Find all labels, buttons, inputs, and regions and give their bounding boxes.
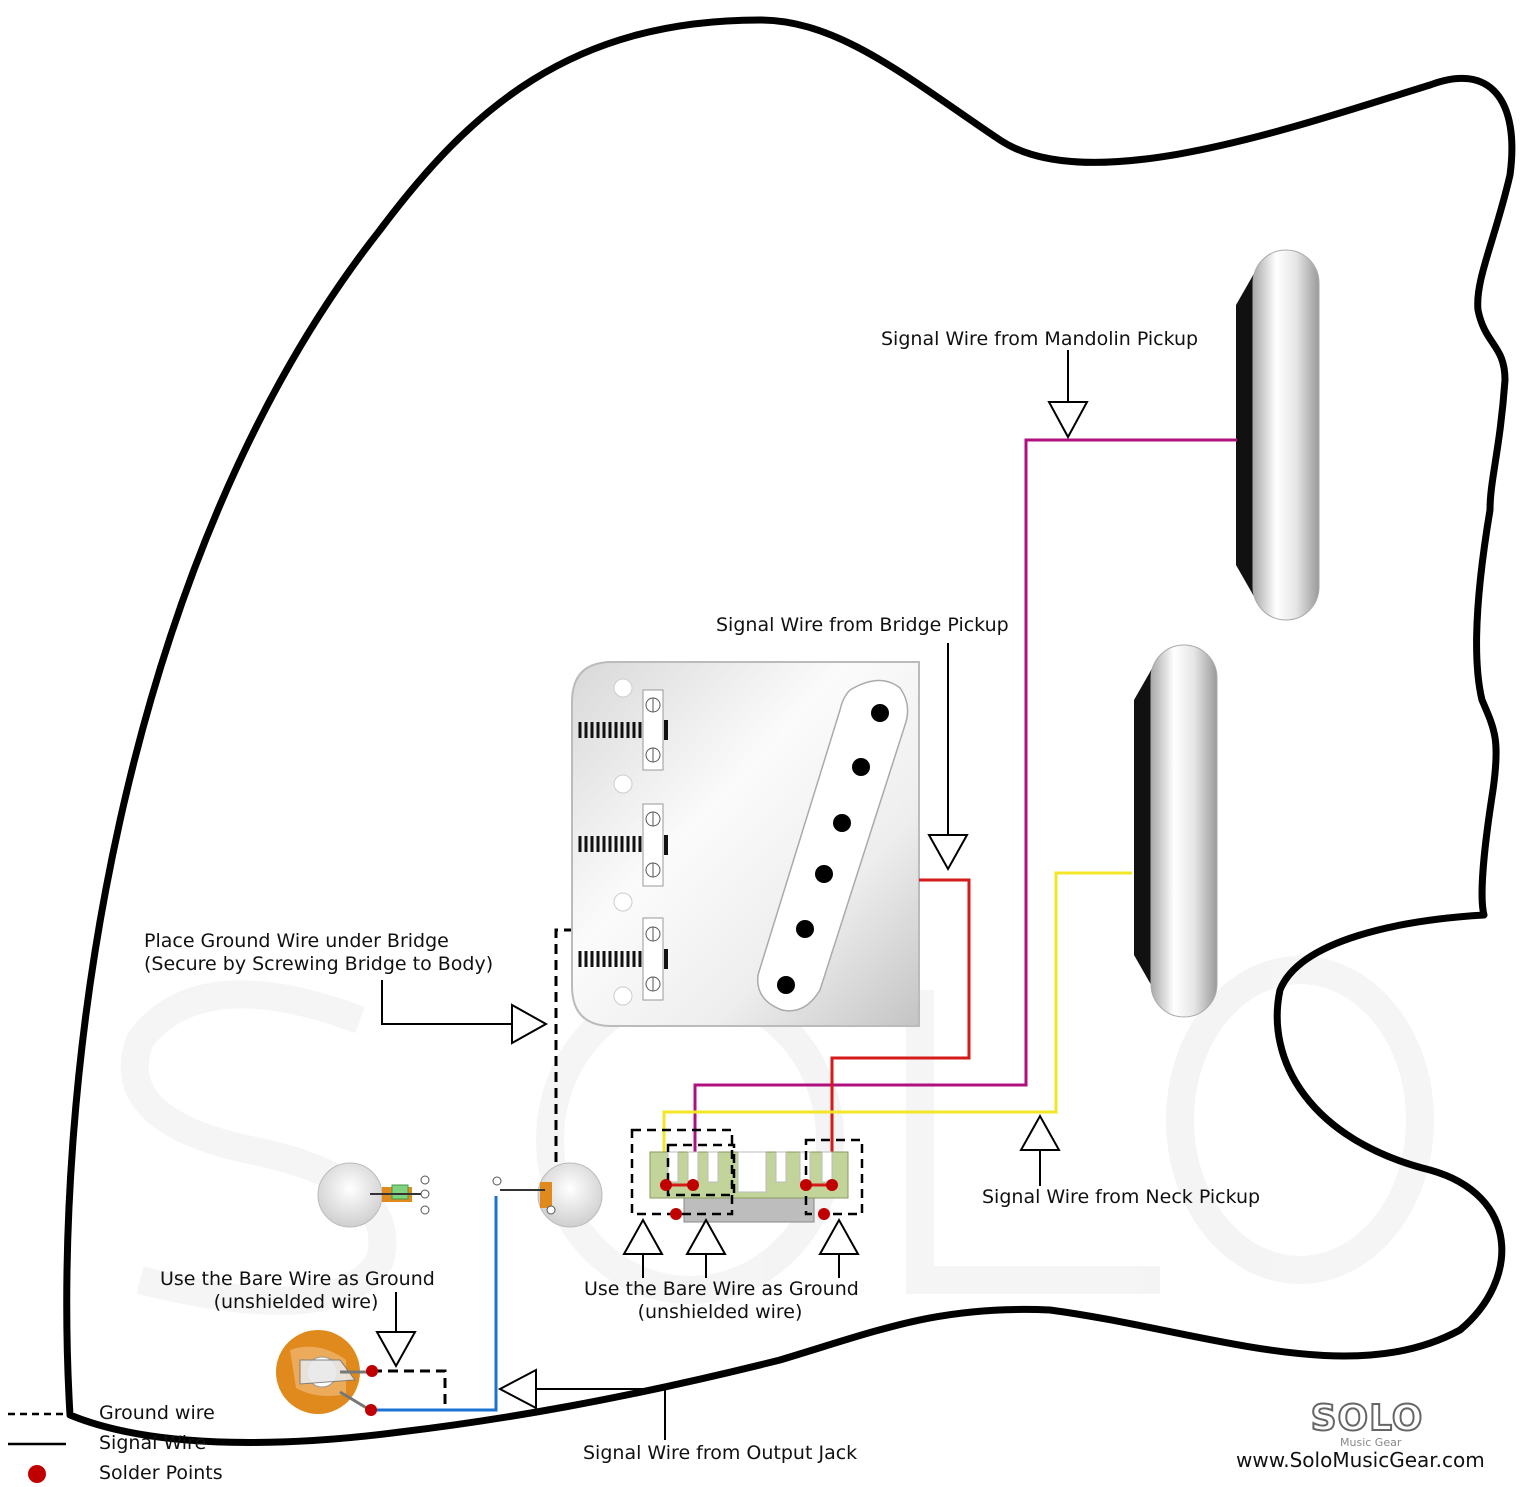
guitar-body-outline [63,16,1516,1446]
pot-ground-wire [372,1369,447,1410]
legend-solder: Solder Points [99,1462,223,1484]
saddle-2 [578,803,668,887]
annotation-arrows [375,350,1089,1440]
arrow-down-icon [375,1331,417,1369]
label-bridge-wire: Signal Wire from Bridge Pickup [716,614,1009,636]
mandolin-pickup [1236,249,1320,621]
bridge-signal-wire [830,878,971,1183]
legend-ground: Ground wire [99,1402,215,1424]
neck-pickup [1134,644,1218,1018]
label-ground-bridge-2: (Secure by Screwing Bridge to Body) [144,953,494,975]
arrow-left-icon [497,1368,537,1410]
arrow-up-icon [818,1217,860,1255]
label-bare-left-2: (unshielded wire) [213,1291,379,1313]
solder-point-icon [366,1365,378,1377]
tone-pot [492,1162,603,1228]
solder-points [365,1179,838,1416]
volume-pot [317,1162,430,1228]
solder-point-icon [365,1404,377,1416]
output-jack-wire [371,1196,498,1412]
watermark [120,956,1434,1315]
legend-symbols [8,1412,66,1483]
label-ground-bridge-1: Place Ground Wire under Bridge [144,930,449,952]
solder-point-icon [660,1179,672,1191]
bridge-plate [571,661,920,1027]
neck-signal-wire [662,871,1132,1183]
brand-subtitle: Music Gear [1340,1436,1402,1449]
saddle-1 [578,689,668,771]
mandolin-signal-wire [693,438,1237,1183]
solder-point-icon [687,1179,699,1191]
label-output-jack-wire: Signal Wire from Output Jack [583,1442,858,1464]
label-bare-center-1: Use the Bare Wire as Ground [584,1278,859,1300]
solder-point-icon [670,1208,682,1220]
label-mandolin-wire: Signal Wire from Mandolin Pickup [881,328,1199,350]
output-jack [276,1330,372,1414]
label-bare-center-2: (unshielded wire) [637,1301,803,1323]
bridge-ground-wire [554,928,571,1178]
wires [371,438,1237,1412]
label-neck-wire: Signal Wire from Neck Pickup [982,1186,1261,1208]
bridge-pickup [756,679,909,1012]
arrow-up-icon [685,1217,727,1255]
brand-logo: SOLO [1310,1397,1424,1440]
saddle-3 [578,917,668,1001]
solder-point-icon [800,1179,812,1191]
website-link[interactable]: www.SoloMusicGear.com [1236,1448,1485,1472]
legend-signal: Signal Wire [99,1432,207,1454]
arrow-up-icon [622,1217,664,1255]
arrow-down-icon [927,834,969,872]
arrow-right-icon [511,1003,549,1045]
label-bare-left-1: Use the Bare Wire as Ground [160,1268,435,1290]
solder-point-icon [826,1179,838,1191]
solder-point-icon [818,1208,830,1220]
solder-point-icon [28,1465,46,1483]
three-way-switch [630,1128,864,1223]
arrow-up-icon [1019,1113,1061,1151]
arrow-down-icon [1047,401,1089,440]
